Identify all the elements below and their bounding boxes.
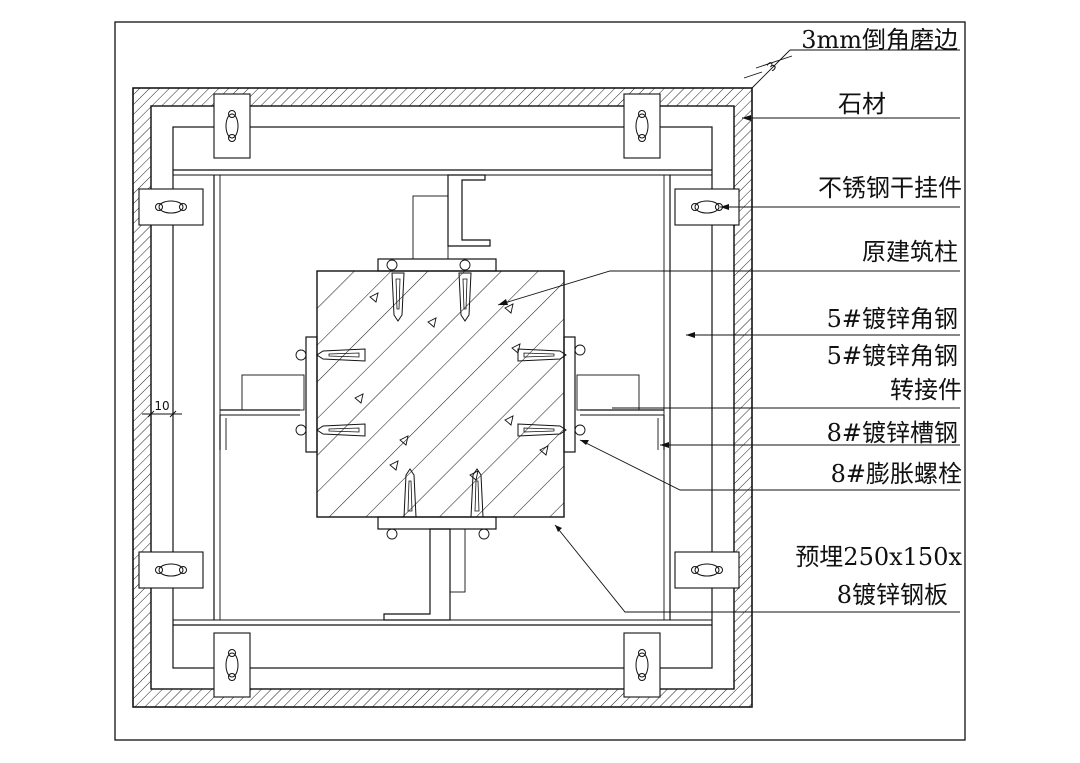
- steel-frame: [172, 126, 713, 669]
- label-angle-steel: 5#镀锌角钢: [827, 305, 958, 333]
- gap-dimension: 10: [142, 399, 182, 420]
- label-bolt: 8#膨胀螺栓: [831, 460, 962, 488]
- concrete-marks: [354, 292, 549, 481]
- label-angle-transfer-2: 转接件: [890, 376, 962, 404]
- chamfer-dimension: 3: [743, 49, 960, 89]
- top-connector: [377, 174, 497, 272]
- label-plate-1: 预埋250x150x: [795, 543, 962, 571]
- drawing-frame: [114, 21, 966, 741]
- building-column: [316, 270, 565, 518]
- label-plate-2: 8镀锌钢板: [837, 581, 948, 609]
- label-chamfer: 3mm倒角磨边: [801, 26, 958, 54]
- callout-labels: 3mm倒角磨边 石材 不锈钢干挂件 原建筑柱 5#镀锌角钢 5#镀锌角钢 转接件…: [795, 26, 962, 609]
- left-plate: [305, 336, 318, 453]
- right-plate: [563, 336, 576, 453]
- leader-arrows: [498, 115, 751, 532]
- label-hanger: 不锈钢干挂件: [818, 174, 962, 202]
- leader-lines: [497, 117, 960, 613]
- gap-dimension-text: 10: [154, 399, 169, 413]
- label-stone: 石材: [838, 90, 886, 118]
- label-column: 原建筑柱: [862, 238, 958, 266]
- label-angle-transfer-1: 5#镀锌角钢: [827, 342, 958, 370]
- bottom-connector: [377, 516, 497, 621]
- label-channel-steel: 8#镀锌槽钢: [827, 419, 958, 447]
